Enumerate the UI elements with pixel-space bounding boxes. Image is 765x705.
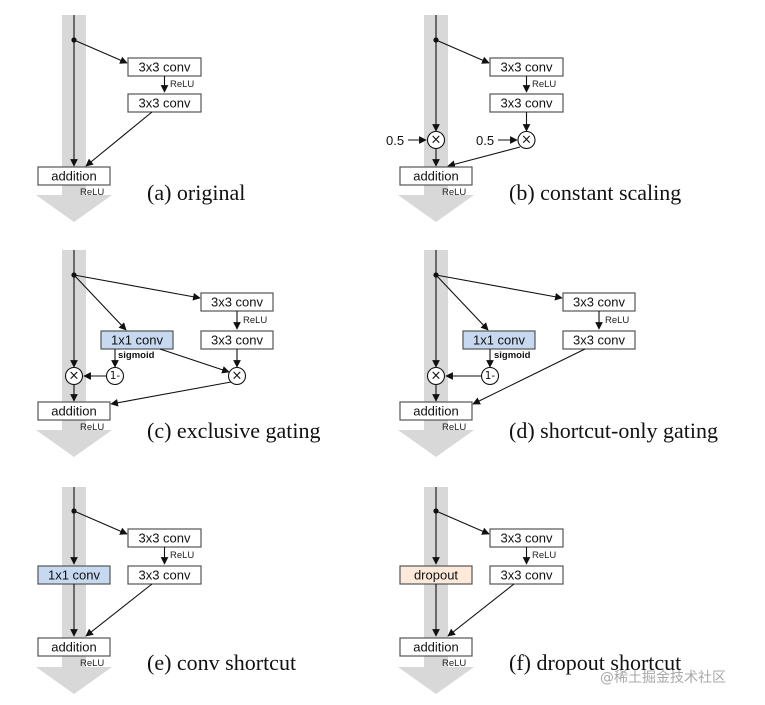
svg-text:addition: addition	[51, 640, 97, 655]
conv-3x3-box: 3x3 conv	[489, 565, 564, 585]
svg-text:addition: addition	[51, 404, 97, 419]
conv-3x3-box: 3x3 conv	[200, 292, 274, 312]
addition-box: addition	[399, 401, 473, 421]
scale-factor: 0.5	[476, 133, 494, 148]
conv-3x3-box: 3x3 conv	[127, 93, 202, 113]
multiply-node: ×	[426, 130, 446, 150]
svg-text:3x3 conv: 3x3 conv	[573, 333, 626, 348]
svg-text:3x3 conv: 3x3 conv	[500, 568, 553, 583]
svg-text:1x1 conv: 1x1 conv	[111, 333, 164, 348]
panel-d-shortcut-only-gating: 3x3 conv ReLU 3x3 conv 1x1 conv sigmoid …	[398, 250, 718, 457]
conv-3x3-box: 3x3 conv	[489, 528, 564, 548]
one-minus-node: 1-	[105, 366, 125, 386]
conv-3x3-box: 3x3 conv	[127, 57, 202, 77]
panel-b-constant-scaling: 3x3 conv ReLU 3x3 conv × × 0.5 0.5 addit…	[386, 15, 681, 222]
svg-text:3x3 conv: 3x3 conv	[211, 333, 264, 348]
relu-label: ReLU	[605, 315, 629, 326]
relu-label: ReLU	[243, 315, 267, 326]
conv-1x1-gate-box: 1x1 conv	[100, 330, 174, 350]
conv-3x3-box: 3x3 conv	[127, 565, 202, 585]
watermark: @稀土掘金技术社区	[600, 670, 726, 686]
svg-text:3x3 conv: 3x3 conv	[500, 96, 553, 111]
caption-a: (a) original	[147, 180, 245, 205]
sigmoid-label: sigmoid	[494, 350, 531, 361]
svg-text:×: ×	[431, 133, 442, 148]
relu-label: ReLU	[532, 550, 556, 561]
svg-text:3x3 conv: 3x3 conv	[500, 531, 553, 546]
addition-box: addition	[37, 637, 111, 657]
caption-f: (f) dropout shortcut	[509, 650, 681, 675]
svg-text:dropout: dropout	[414, 568, 458, 583]
svg-text:1-: 1-	[485, 370, 496, 382]
addition-box: addition	[399, 637, 473, 657]
one-minus-node: 1-	[480, 366, 500, 386]
conv-1x1-gate-box: 1x1 conv	[462, 330, 536, 350]
svg-text:3x3 conv: 3x3 conv	[138, 60, 191, 75]
relu-label: ReLU	[442, 187, 466, 198]
multiply-node: ×	[517, 130, 536, 150]
svg-text:1x1 conv: 1x1 conv	[48, 568, 101, 583]
caption-d: (d) shortcut-only gating	[509, 418, 718, 443]
relu-label: ReLU	[442, 422, 466, 433]
sigmoid-label: sigmoid	[118, 350, 155, 361]
svg-text:3x3 conv: 3x3 conv	[573, 295, 626, 310]
relu-label: ReLU	[170, 79, 194, 90]
panel-e-conv-shortcut: 3x3 conv ReLU 3x3 conv 1x1 conv addition…	[36, 487, 296, 694]
multiply-node: ×	[64, 366, 84, 386]
svg-text:3x3 conv: 3x3 conv	[500, 60, 553, 75]
caption-e: (e) conv shortcut	[147, 650, 296, 675]
conv-3x3-box: 3x3 conv	[489, 57, 564, 77]
multiply-node: ×	[227, 366, 247, 386]
svg-text:addition: addition	[413, 640, 459, 655]
svg-text:addition: addition	[413, 404, 459, 419]
svg-text:×: ×	[521, 133, 532, 148]
conv-3x3-box: 3x3 conv	[200, 330, 274, 350]
svg-text:×: ×	[232, 369, 243, 384]
svg-text:1x1 conv: 1x1 conv	[473, 333, 526, 348]
svg-text:addition: addition	[413, 169, 459, 184]
svg-text:addition: addition	[51, 169, 97, 184]
panel-c-exclusive-gating: 3x3 conv ReLU 3x3 conv 1x1 conv sigmoid …	[36, 250, 321, 457]
relu-label: ReLU	[80, 658, 104, 669]
panel-a-original: 3x3 conv ReLU 3x3 conv addition ReLU (a)…	[36, 15, 245, 222]
svg-text:1-: 1-	[110, 370, 121, 382]
caption-b: (b) constant scaling	[509, 180, 681, 205]
conv-3x3-box: 3x3 conv	[562, 292, 636, 312]
caption-c: (c) exclusive gating	[147, 418, 321, 443]
svg-text:3x3 conv: 3x3 conv	[138, 531, 191, 546]
addition-box: addition	[399, 166, 473, 186]
conv-3x3-box: 3x3 conv	[489, 93, 564, 113]
dropout-box: dropout	[399, 565, 473, 585]
panel-f-dropout-shortcut: 3x3 conv ReLU 3x3 conv dropout addition …	[398, 487, 681, 694]
relu-label: ReLU	[442, 658, 466, 669]
scale-factor: 0.5	[386, 133, 404, 148]
relu-label: ReLU	[80, 422, 104, 433]
svg-text:3x3 conv: 3x3 conv	[211, 295, 264, 310]
svg-text:3x3 conv: 3x3 conv	[138, 568, 191, 583]
relu-label: ReLU	[532, 79, 556, 90]
multiply-node: ×	[426, 366, 446, 386]
conv-3x3-box: 3x3 conv	[562, 330, 636, 350]
addition-box: addition	[37, 166, 111, 186]
svg-text:×: ×	[69, 369, 80, 384]
svg-text:×: ×	[431, 369, 442, 384]
conv-1x1-shortcut-box: 1x1 conv	[37, 565, 111, 585]
addition-box: addition	[37, 401, 111, 421]
relu-label: ReLU	[80, 187, 104, 198]
relu-label: ReLU	[170, 550, 194, 561]
conv-3x3-box: 3x3 conv	[127, 528, 202, 548]
svg-text:3x3 conv: 3x3 conv	[138, 96, 191, 111]
